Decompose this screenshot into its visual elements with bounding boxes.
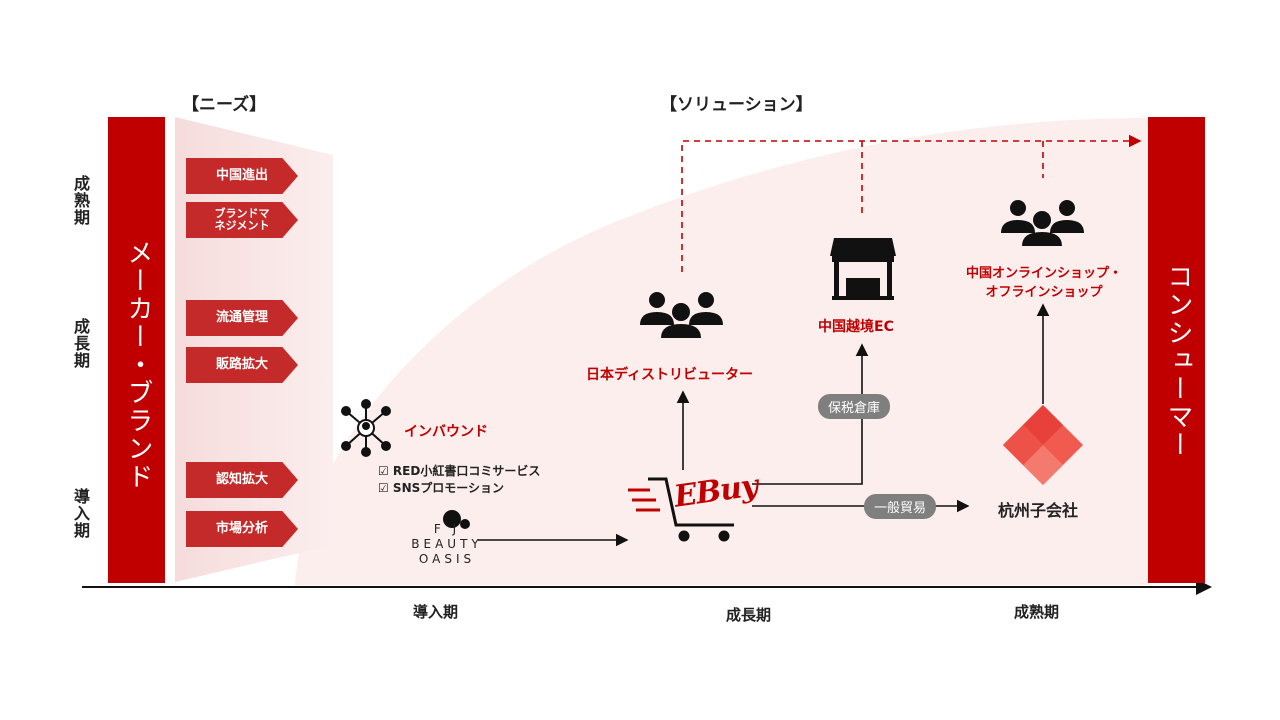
needs-item-label: 市場分析 xyxy=(186,511,298,547)
china-shops-line1: 中国オンラインショップ・ xyxy=(965,266,1122,281)
axis-label-mature: 成熟期 xyxy=(1014,603,1060,621)
subsidiary-logo xyxy=(1003,405,1083,485)
maker-brand-label: メーカー・ブランド xyxy=(123,239,153,491)
left-stage-intro: 導入期 xyxy=(71,488,90,539)
service-sns-promotion: ☑ SNSプロモーション xyxy=(378,481,505,495)
needs-item-label: 流通管理 xyxy=(186,300,298,336)
needs-item-label: 販路拡大 xyxy=(186,347,298,383)
people-icon-distributor xyxy=(640,292,723,338)
network-icon xyxy=(341,399,391,457)
arrow-ebuy-to-ec xyxy=(752,343,869,485)
maker-brand-bar: メーカー・ブランド xyxy=(108,117,165,583)
needs-item-awareness: 認知拡大 xyxy=(186,462,298,498)
fj-logo-line: F J xyxy=(433,522,461,536)
needs-heading: 【ニーズ】 xyxy=(182,95,267,115)
storefront-icon xyxy=(830,238,896,300)
growth-curve-area xyxy=(295,118,1150,585)
needs-item-label: ブランドマ ネジメント xyxy=(186,202,298,238)
service-red-wom: ☑ RED小紅書口コミサービス xyxy=(378,464,541,478)
needs-item-channel-expansion: 販路拡大 xyxy=(186,347,298,383)
general-trade-pill: 一般貿易 xyxy=(864,494,937,519)
needs-item-distribution-control: 流通管理 xyxy=(186,300,298,336)
consumer-label: コンシューマー xyxy=(1163,263,1193,459)
china-shops-label: 中国オンラインショップ・ オフラインショップ xyxy=(944,262,1144,300)
needs-item-brand-management: ブランドマ ネジメント xyxy=(186,202,298,238)
fj-logo-line: BEAUTY xyxy=(411,537,483,551)
fj-logo-mark xyxy=(443,510,470,529)
bonded-warehouse-pill: 保税倉庫 xyxy=(818,394,891,419)
needs-item-label: 中国進出 xyxy=(186,158,298,194)
people-icon-consumers xyxy=(1001,200,1084,246)
needs-item-china-entry: 中国進出 xyxy=(186,158,298,194)
ebuy-cart-icon xyxy=(628,477,734,542)
distributor-label: 日本ディストリビューター xyxy=(586,367,754,383)
inbound-services: ☑ RED小紅書口コミサービス ☑ SNSプロモーション xyxy=(378,463,540,497)
solution-heading: 【ソリューション】 xyxy=(660,95,813,115)
left-stage-growth: 成長期 xyxy=(71,318,90,369)
consumer-bar: コンシューマー xyxy=(1148,117,1205,583)
inbound-label: インバウンド xyxy=(404,424,488,440)
needs-item-label: 認知拡大 xyxy=(186,462,298,498)
fj-logo-line: OASIS xyxy=(418,552,476,566)
china-shops-line2: オフラインショップ xyxy=(985,285,1103,300)
subsidiary-label: 杭州子会社 xyxy=(998,501,1079,520)
cross-border-ec-label: 中国越境EC xyxy=(818,319,894,335)
needs-item-market-analysis: 市場分析 xyxy=(186,511,298,547)
axis-label-intro: 導入期 xyxy=(413,603,459,621)
axis-label-growth: 成長期 xyxy=(726,606,772,624)
fj-beauty-oasis-logo: F J BEAUTY OASIS xyxy=(402,522,492,567)
left-stage-mature: 成熟期 xyxy=(71,175,90,226)
